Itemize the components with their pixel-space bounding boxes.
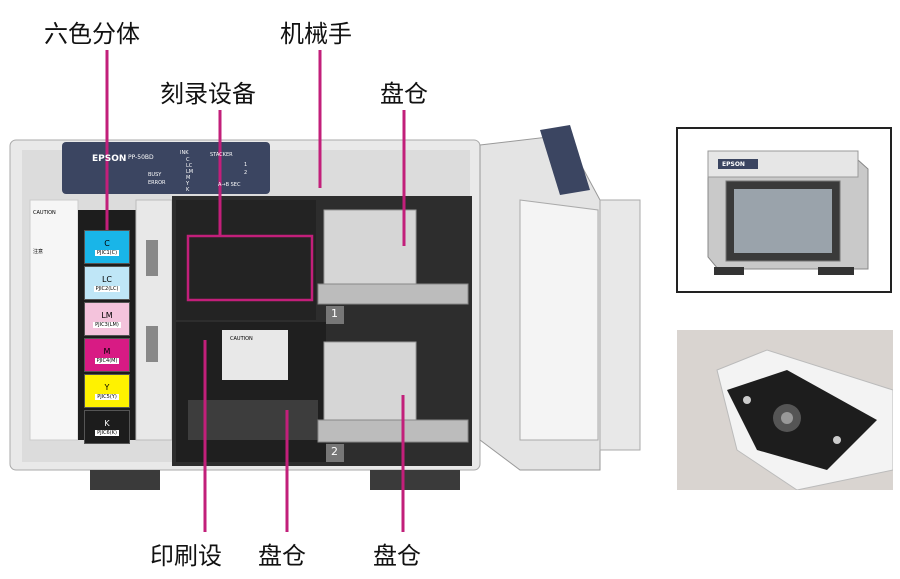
cartridge-code: K [104,418,110,428]
cartridge-part: PJIC3(LM) [93,321,121,328]
label-robotic-arm: 机械手 [280,20,352,48]
cartridge-code: M [103,346,111,356]
panel-stacker-sub: A→B SEC [218,182,241,188]
label-disc-bin-bottom-left: 盘仓 [258,542,306,570]
panel-ink-lm: LM [186,169,194,175]
label-burner: 刻录设备 [160,80,256,108]
label-ink-cartridges: 六色分体 [44,20,140,48]
panel-ink-m: M [186,175,191,181]
panel-ink-lc: LC [186,163,193,169]
cartridge-part: PJIC6(K) [95,429,119,436]
panel-ink-c: C [186,157,190,163]
panel-ink-y: Y [186,181,190,187]
center-caution-text: CAUTION [230,336,253,342]
panel-model: PP-50BD [128,154,154,161]
panel-ink-label: INK [180,150,189,156]
label-disc-bin-top: 盘仓 [380,80,428,108]
cartridge-code: LC [101,274,113,284]
bin-number-1: 1 [331,307,338,320]
panel-stacker: STACKER [210,152,233,158]
product-photo-thumbnail: EPSON [676,127,892,293]
label-printer: 印刷设 [150,542,222,570]
panel-stacker-2: 2 [244,170,248,176]
cartridge-part: PJIC1(C) [94,249,120,256]
cartridge-code: Y [104,382,110,392]
thumbnail-brand: EPSON [722,161,745,168]
panel-brand: EPSON [92,154,127,164]
panel-stacker-1: 1 [244,162,248,168]
burner-highlight [186,234,314,302]
cartridge-part: PJIC4(M) [94,357,120,364]
cartridge-code: LM [101,310,113,320]
panel-light-busy: BUSY [148,172,162,178]
control-panel [62,142,270,194]
panel-light-error: ERROR [148,180,166,186]
disc-bin-1 [323,209,417,299]
label-disc-bin-bottom-right: 盘仓 [373,542,421,570]
robotic-arm-closeup [716,349,893,490]
panel-ink-k: K [186,187,190,193]
caution-label [222,330,288,380]
printer-thumbnail [707,150,869,275]
bin-number-2: 2 [331,445,338,458]
cartridge-part: PJIC2(LC) [93,285,121,292]
left-note-text: 注意 [33,249,44,255]
cartridge-part: PJIC5(Y) [95,393,119,400]
cartridge-code: C [104,238,110,248]
left-caution-text: CAUTION [33,210,56,216]
robotic-arm-photo [677,330,893,490]
